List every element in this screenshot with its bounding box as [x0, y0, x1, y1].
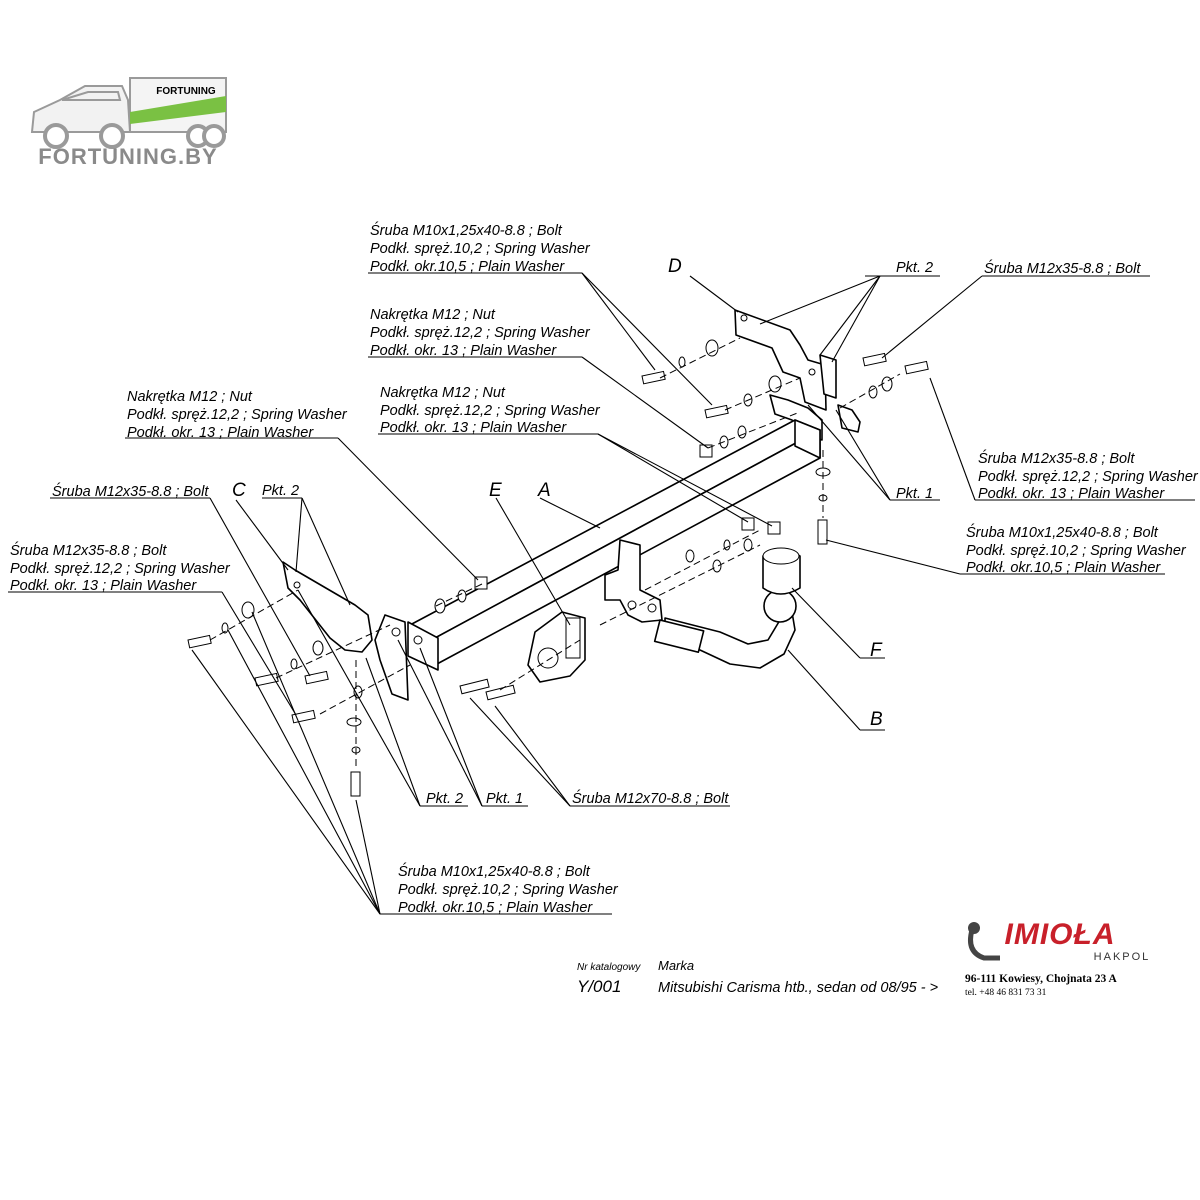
callout-line: Podkł. spręż.10,2 ; Spring Washer [966, 543, 1187, 559]
callout-line: Podkł. okr. 13 ; Plain Washer [978, 486, 1165, 502]
callout-line: Podkł. okr. 13 ; Plain Washer [10, 578, 197, 594]
bracket-d [734, 309, 827, 411]
catalog-marka-label: Marka [658, 958, 694, 973]
callout-line: Śruba M10x1,25x40-8.8 ; Bolt [398, 862, 591, 880]
fasteners [187, 339, 929, 797]
callout-line: Podkł. okr. 13 ; Plain Washer [380, 420, 567, 436]
callout-nut-mid: Nakrętka M12 ; Nut Podkł. spręż.12,2 ; S… [380, 385, 601, 436]
callout-bolt-left-multi: Śruba M12x35-8.8 ; Bolt Podkł. spręż.12,… [10, 541, 231, 594]
callout-line: Nakrętka M12 ; Nut [127, 389, 253, 405]
callout-line: Podkł. okr.10,5 ; Plain Washer [370, 259, 565, 275]
callout-bottom-bolt: Śruba M10x1,25x40-8.8 ; Bolt Podkł. sprę… [398, 862, 619, 916]
callout-bolt-right-multi: Śruba M12x35-8.8 ; Bolt Podkł. spręż.12,… [978, 449, 1199, 502]
callout-pkt1-bottom: Pkt. 1 [486, 791, 523, 807]
callout-line: Podkł. spręż.12,2 ; Spring Washer [380, 403, 601, 419]
part-letter-a: A [537, 480, 551, 501]
brand-logo: IMIOŁA HAKPOL 96-111 Kowiesy, Chojnata 2… [965, 918, 1151, 998]
callout-line: Śruba M12x35-8.8 ; Bolt [978, 449, 1135, 467]
callout-nut-left: Nakrętka M12 ; Nut Podkł. spręż.12,2 ; S… [127, 389, 348, 441]
callout-line: Podkł. spręż.12,2 ; Spring Washer [370, 325, 591, 341]
ball-neck-b [664, 611, 796, 669]
callout-line: Śruba M10x1,25x40-8.8 ; Bolt [370, 221, 563, 239]
catalog-block: Nr katalogowy Y/001 Marka Mitsubishi Car… [577, 958, 938, 996]
hitch-icon [968, 929, 1000, 961]
callout-line: Podkł. spręż.10,2 ; Spring Washer [370, 241, 591, 257]
part-letter-b: B [870, 709, 883, 730]
part-letter-c: C [232, 480, 246, 501]
brand-sub: HAKPOL [1094, 951, 1151, 963]
callout-line: Nakrętka M12 ; Nut [370, 307, 496, 323]
catalog-nr-label: Nr katalogowy [577, 962, 641, 973]
truck-trailer-icon [30, 77, 227, 149]
side-plate-left [374, 614, 409, 701]
callout-pkt2-left: Pkt. 2 [262, 483, 299, 499]
callout-bolt-right-single: Śruba M12x35-8.8 ; Bolt [984, 259, 1141, 277]
callout-bolt-m12x70: Śruba M12x70-8.8 ; Bolt [572, 789, 729, 807]
brand-address: 96-111 Kowiesy, Chojnata 23 A [965, 973, 1117, 985]
callout-line: Nakrętka M12 ; Nut [380, 385, 506, 401]
part-letter-f: F [870, 640, 883, 661]
callout-line: Podkł. spręż.12,2 ; Spring Washer [127, 407, 348, 423]
part-letter-e: E [489, 480, 502, 501]
callout-line: Podkł. okr. 13 ; Plain Washer [370, 343, 557, 359]
bracket-c [282, 561, 373, 653]
callout-line: Śruba M10x1,25x40-8.8 ; Bolt [966, 523, 1159, 541]
towbar-parts [187, 309, 929, 797]
watermark-badge: FORTUNING [156, 86, 216, 97]
assembly-axes [209, 337, 901, 770]
crossbar-a [409, 419, 821, 639]
callout-line: Śruba M12x35-8.8 ; Bolt [10, 541, 167, 559]
watermark-logo: FORTUNING FORTUNING.BY [30, 77, 227, 169]
callout-line: Podkł. spręż.10,2 ; Spring Washer [398, 882, 619, 898]
leader-lines [8, 272, 1195, 915]
brand-name: IMIOŁA [1005, 918, 1116, 951]
center-mount [604, 539, 663, 623]
catalog-nr-value: Y/001 [577, 977, 621, 996]
callout-line: Podkł. okr.10,5 ; Plain Washer [966, 560, 1161, 576]
part-letter-d: D [668, 256, 682, 277]
callout-pkt2-top: Pkt. 2 [896, 260, 933, 276]
catalog-marka-value: Mitsubishi Carisma htb., sedan od 08/95 … [658, 980, 938, 996]
callout-line: Podkł. okr.10,5 ; Plain Washer [398, 900, 593, 916]
callout-pkt1-right: Pkt. 1 [896, 486, 933, 502]
callout-pkt2-bottom: Pkt. 2 [426, 791, 463, 807]
callout-line: Podkł. okr. 13 ; Plain Washer [127, 425, 314, 441]
callout-top-bolt: Śruba M10x1,25x40-8.8 ; Bolt Podkł. sprę… [370, 221, 591, 275]
callout-line: Podkł. spręż.12,2 ; Spring Washer [978, 469, 1199, 485]
brand-tel: tel. +48 46 831 73 31 [965, 988, 1047, 998]
watermark-text: FORTUNING.BY [38, 144, 217, 169]
callout-nut-top: Nakrętka M12 ; Nut Podkł. spręż.12,2 ; S… [370, 307, 591, 359]
callout-line: Podkł. spręż.12,2 ; Spring Washer [10, 561, 231, 577]
callout-bolt-right-m10: Śruba M10x1,25x40-8.8 ; Bolt Podkł. sprę… [966, 523, 1187, 576]
callout-bolt-left-single: Śruba M12x35-8.8 ; Bolt [52, 482, 209, 500]
